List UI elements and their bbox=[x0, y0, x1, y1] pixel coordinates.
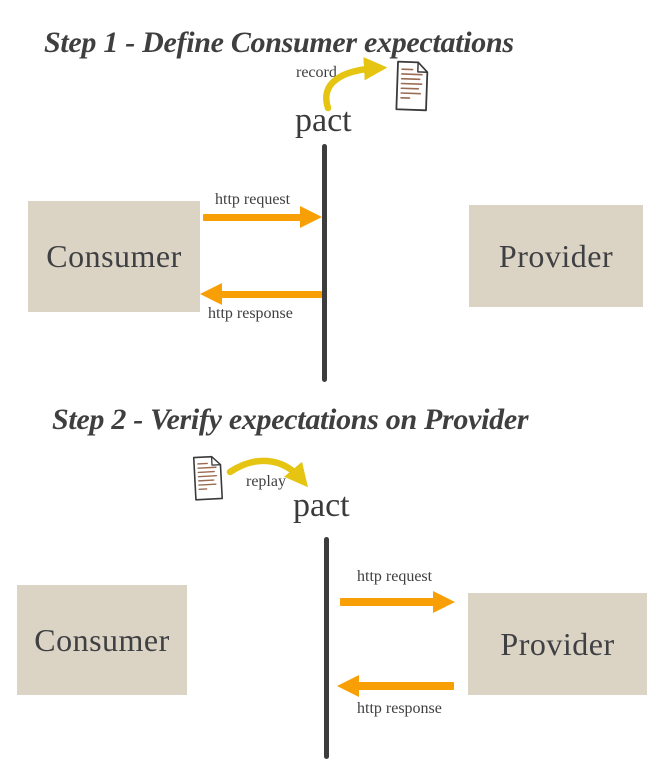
replay-label: replay bbox=[246, 473, 286, 490]
step1-title: Step 1 - Define Consumer expectations bbox=[44, 26, 514, 59]
consumer-box-label: Consumer bbox=[46, 238, 182, 274]
record-arrow-icon bbox=[323, 57, 388, 112]
pact-timeline-bar bbox=[324, 537, 329, 759]
consumer-box: Consumer bbox=[17, 585, 187, 695]
pact-file-icon bbox=[395, 60, 429, 112]
step2-title: Step 2 - Verify expectations on Provider bbox=[52, 403, 529, 436]
http-request-arrow bbox=[340, 590, 455, 614]
provider-box-label: Provider bbox=[498, 237, 614, 274]
http-request-arrow bbox=[203, 206, 322, 229]
pact-label: pact bbox=[295, 102, 352, 139]
http-response-label: http response bbox=[357, 700, 442, 717]
http-request-label: http request bbox=[357, 568, 433, 585]
http-response-arrow bbox=[337, 674, 454, 698]
consumer-box: Consumer bbox=[28, 201, 200, 312]
consumer-box-label: Consumer bbox=[34, 621, 170, 658]
provider-box: Provider bbox=[468, 593, 647, 695]
pact-file-icon bbox=[192, 455, 224, 501]
replay-arrow-icon bbox=[226, 457, 308, 488]
provider-box: Provider bbox=[469, 205, 643, 307]
record-label: record bbox=[296, 64, 337, 81]
http-request-label: http request bbox=[215, 191, 291, 208]
http-response-label: http response bbox=[208, 305, 293, 322]
pact-label: pact bbox=[293, 487, 350, 524]
pact-timeline-bar bbox=[322, 144, 327, 382]
provider-box-label: Provider bbox=[500, 625, 615, 662]
http-response-arrow bbox=[200, 283, 322, 306]
